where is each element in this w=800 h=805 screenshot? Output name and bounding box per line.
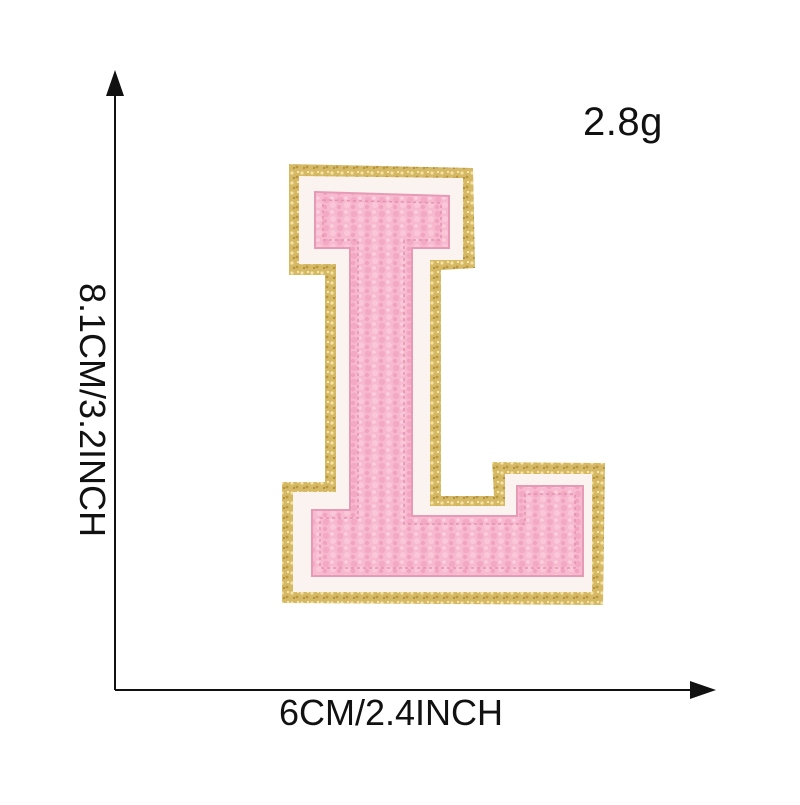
width-dimension-text: 6CM/2.4INCH [278, 692, 504, 733]
arrow-up-icon [106, 70, 124, 96]
weight-label: 2.8g [583, 100, 663, 144]
chenille-letter-L [311, 190, 584, 577]
height-dimension-label: 8.1CM/3.2INCH [72, 282, 113, 538]
width-dimension-label: 6CM/2.4INCH [0, 692, 800, 734]
chenille-stitch-line [319, 199, 576, 569]
arrow-right-icon [690, 681, 716, 699]
